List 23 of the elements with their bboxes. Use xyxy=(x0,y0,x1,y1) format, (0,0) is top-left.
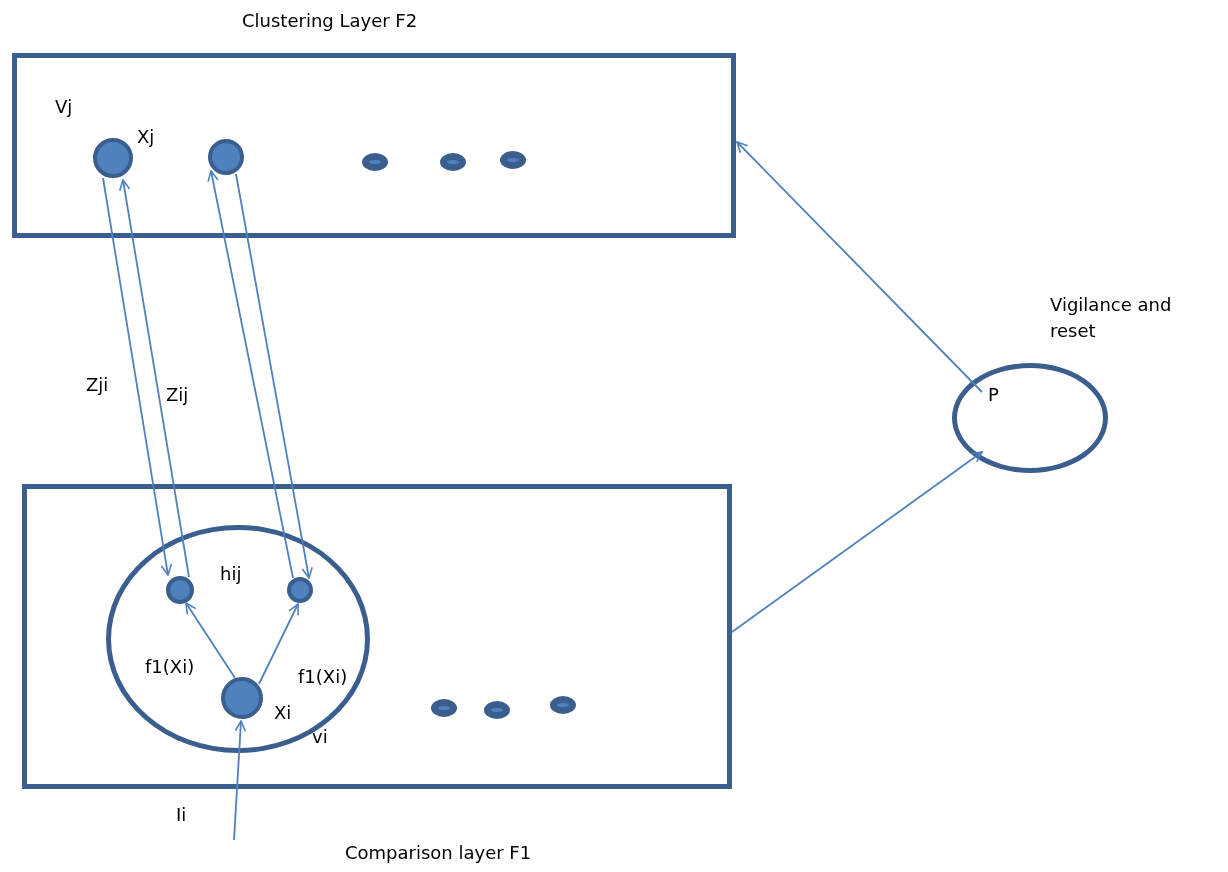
edge-label: f1(Xi) xyxy=(145,656,195,678)
arrow xyxy=(258,603,299,685)
arrow xyxy=(233,720,247,841)
node-label: P xyxy=(988,384,999,406)
arrow xyxy=(235,173,313,579)
layer-title: Comparison layer F1 xyxy=(345,842,532,864)
arrow xyxy=(207,170,294,579)
edge-label: f1(Xi) xyxy=(298,666,348,688)
node-label: vi xyxy=(312,726,328,748)
neuron-label: Xi xyxy=(274,702,292,724)
arrow xyxy=(736,141,983,393)
arrow xyxy=(731,451,983,633)
neuron-label: Vj xyxy=(55,96,73,118)
edge-label: Zij xyxy=(166,384,189,406)
neuron-label: Xj xyxy=(137,126,155,148)
edge-label: Ii xyxy=(176,804,187,826)
arrow xyxy=(102,177,173,576)
arrow xyxy=(185,602,236,679)
variable-label: hij xyxy=(220,563,242,585)
edge-label: Zji xyxy=(86,374,109,396)
layer-title: Clustering Layer F2 xyxy=(242,10,418,32)
node-caption: Vigilance and reset xyxy=(1050,293,1173,344)
arrow xyxy=(118,179,190,578)
